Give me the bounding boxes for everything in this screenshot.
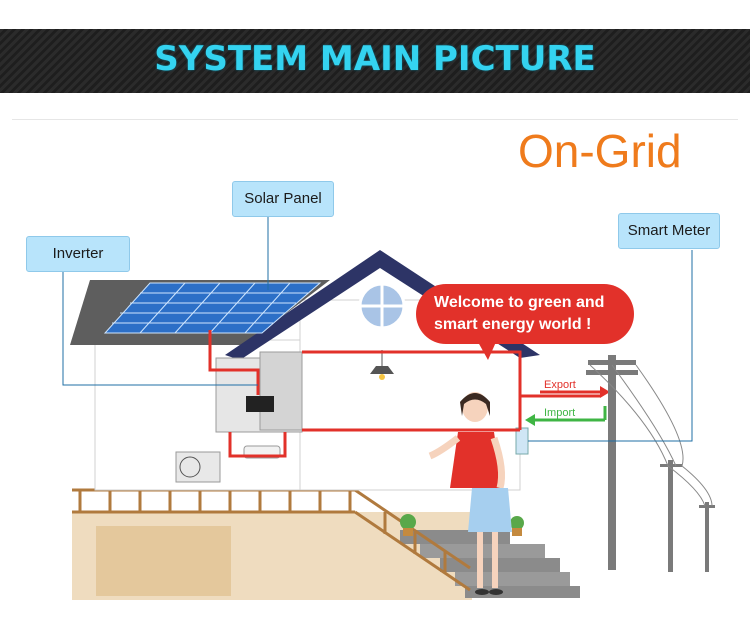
mode-title: On-Grid [518,125,682,177]
railing-posts [78,490,447,574]
potted-plants [400,514,524,536]
inverter-label: Inverter [26,236,130,272]
export-arrow [540,386,610,398]
banner-title: SYSTEM MAIN PICTURE [154,39,596,79]
solar-panel-array [103,282,322,334]
title-banner: SYSTEM MAIN PICTURE [0,29,750,93]
smart-meter-device [515,427,529,455]
utility-poles [586,355,715,572]
power-wiring [208,330,600,458]
bubble-line-2: smart energy world ! [434,316,592,333]
presenter-figure [428,392,512,595]
gable-roof [225,250,540,360]
speech-bubble: Welcome to green and smart energy world … [416,284,634,344]
solar-panel-label: Solar Panel [232,181,334,217]
bubble-line-1: Welcome to green and [434,294,605,311]
import-label: Import [544,407,575,419]
power-cables [589,364,713,507]
terrace-panel [96,526,231,596]
smart-meter-label: Smart Meter [618,213,720,249]
speech-bubble-tail [478,342,496,360]
round-window [358,282,406,330]
import-arrow [525,406,607,426]
ac-outdoor-unit [175,451,221,483]
export-label: Export [544,379,576,391]
callout-lines [62,217,693,442]
